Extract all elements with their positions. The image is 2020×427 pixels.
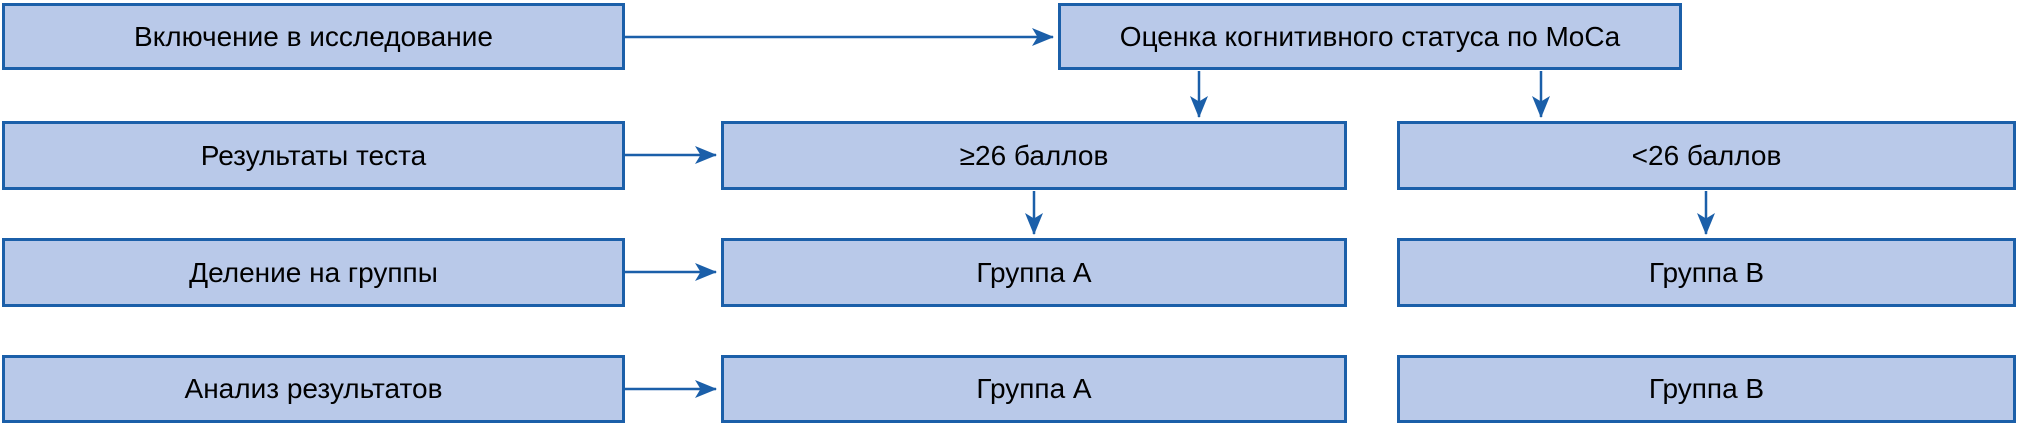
flow-box-enrollment-label: Включение в исследование [134,20,493,52]
flow-box-moca-assessment-label: Оценка когнитивного статуса по MoCa [1119,20,1621,52]
flow-box-results-analysis: Анализ результатов [2,355,625,423]
flow-box-group-a: Группа А [721,238,1347,307]
flow-box-score-ge26-label: ≥26 баллов [959,139,1109,171]
flow-box-moca-assessment: Оценка когнитивного статуса по MoCa [1058,3,1682,70]
flow-box-group-a-analysis: Группа А [721,355,1347,423]
flow-box-test-results-label: Результаты теста [200,139,427,171]
flow-box-group-a-analysis-label: Группа А [976,373,1092,404]
flow-box-group-a-label: Группа А [976,256,1092,288]
flow-box-score-lt26: <26 баллов [1397,121,2016,190]
flow-box-score-lt26-label: <26 баллов [1631,139,1782,171]
flow-box-score-ge26: ≥26 баллов [721,121,1347,190]
flow-box-group-b-analysis-label: Группа В [1648,373,1765,404]
flow-box-group-b-analysis: Группа В [1397,355,2016,423]
flow-box-group-division: Деление на группы [2,238,625,307]
flow-box-group-b-label: Группа В [1648,256,1765,288]
flow-box-group-division-label: Деление на группы [189,256,438,288]
flow-box-test-results: Результаты теста [2,121,625,190]
flow-box-group-b: Группа В [1397,238,2016,307]
flow-box-enrollment: Включение в исследование [2,3,625,70]
flow-box-results-analysis-label: Анализ результатов [184,373,443,404]
